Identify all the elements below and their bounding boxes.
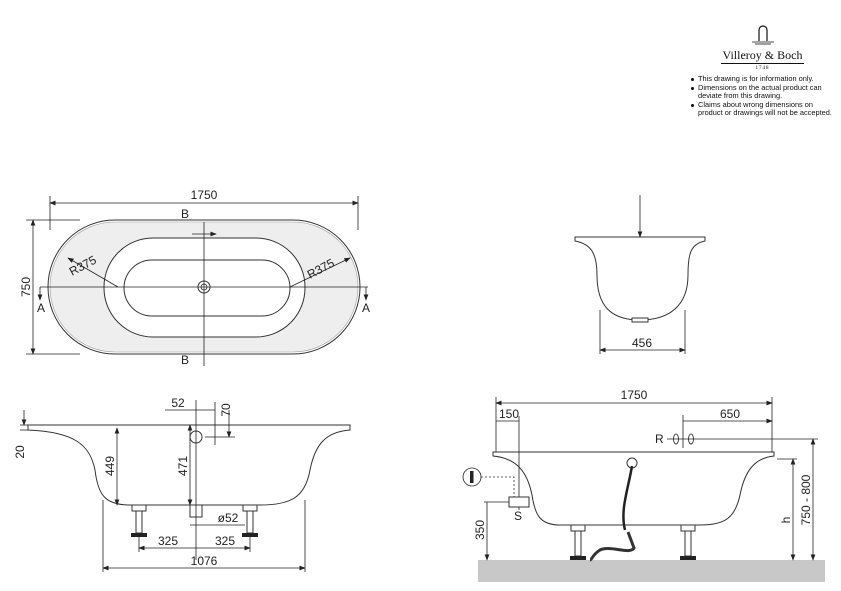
end-view: 456 <box>574 195 706 354</box>
dim-rim: 20 <box>13 445 27 459</box>
top-view: 1750 750 A A B B R375 R375 <box>19 188 370 367</box>
dim-length: 1750 <box>191 188 218 202</box>
section-b-bottom: B <box>181 353 189 367</box>
dim-depth-449: 449 <box>103 456 117 476</box>
dim-leg-right: 325 <box>215 534 235 548</box>
section-b-top: B <box>181 207 189 221</box>
leg-right <box>680 524 696 560</box>
r-label: R <box>655 432 664 446</box>
info-circle-icon <box>462 467 482 487</box>
leg-left <box>570 524 586 560</box>
leg-right <box>242 504 258 537</box>
disclaimer-notes: This drawing is for information only. Di… <box>690 74 835 118</box>
leg-left <box>131 504 147 537</box>
note: Dimensions on the actual product can dev… <box>690 83 835 101</box>
dim-base-width: 456 <box>632 336 652 350</box>
dim-70: 70 <box>219 403 233 417</box>
section-a-left: A <box>37 301 45 315</box>
logo: Villeroy & Boch 1748 <box>690 24 835 71</box>
note: Claims about wrong dimensions on product… <box>690 100 835 118</box>
side-view-right: 1750 150 650 R S 350 h 750 - 800 <box>462 388 825 582</box>
brand-year: 1748 <box>755 66 770 71</box>
drain-hose <box>622 465 634 531</box>
side-view-left: 20 449 471 52 70 ø52 325 325 1076 <box>13 396 351 572</box>
dim-length: 1750 <box>621 388 648 402</box>
dim-leg-left: 325 <box>158 534 178 548</box>
dim-width: 750 <box>19 277 33 297</box>
siphon <box>589 531 636 562</box>
dim-depth-471: 471 <box>176 456 190 476</box>
s-label: S <box>514 509 522 523</box>
dim-leg-span: 1076 <box>191 554 218 568</box>
s-box <box>508 496 530 508</box>
dim-drain: ø52 <box>218 511 239 525</box>
note: This drawing is for information only. <box>690 74 835 84</box>
logo-arch-icon <box>751 25 774 45</box>
h-label: h <box>779 517 793 524</box>
dim-height-350: 350 <box>473 520 487 540</box>
dim-height-range: 750 - 800 <box>799 474 813 525</box>
dim-52: 52 <box>171 396 185 410</box>
dim-offset-650: 650 <box>720 407 740 421</box>
dim-offset-150: 150 <box>499 407 519 421</box>
brand-name: Villeroy & Boch <box>720 48 805 64</box>
floor <box>478 560 825 582</box>
brand-block: Villeroy & Boch 1748 This drawing is for… <box>690 24 835 118</box>
section-a-right: A <box>362 301 370 315</box>
